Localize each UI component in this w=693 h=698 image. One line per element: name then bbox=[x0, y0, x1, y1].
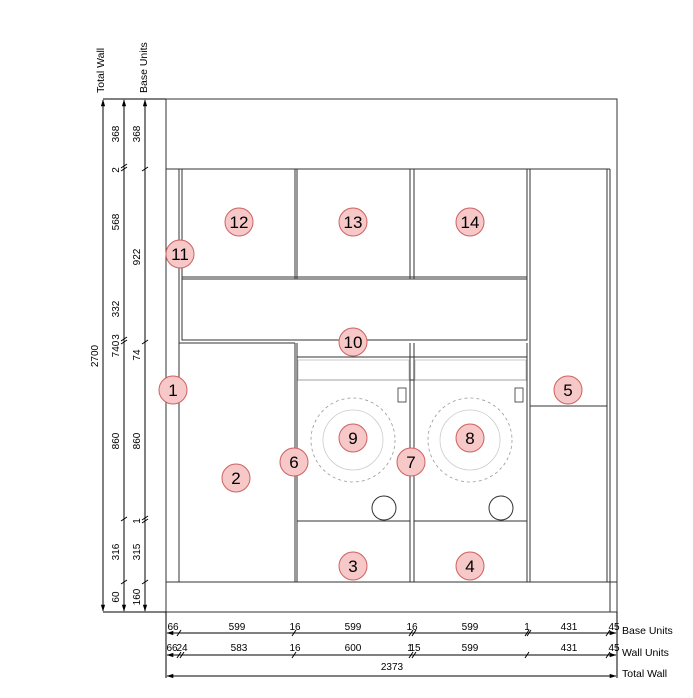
unit-marker-circle bbox=[455, 207, 485, 237]
unit-marker-9: 9 bbox=[338, 423, 368, 453]
washing-machine-right bbox=[414, 359, 527, 521]
dim-b-1: 1 bbox=[132, 518, 143, 524]
dim-wh-583: 583 bbox=[231, 643, 248, 654]
dim-w-332: 332 bbox=[111, 300, 122, 317]
dim-total-wall-height: 2700 bbox=[90, 344, 101, 367]
dim-bh-66: 66 bbox=[167, 622, 179, 633]
base-units-vertical-dims: 160 315 1 860 74 922 368 bbox=[132, 125, 143, 605]
unit-marker-14: 14 bbox=[455, 207, 485, 237]
washing-machine-left bbox=[297, 359, 410, 521]
header-total-wall: Total Wall bbox=[95, 48, 107, 93]
unit-marker-label: 7 bbox=[406, 453, 415, 472]
dim-wh-600: 600 bbox=[345, 643, 362, 654]
horizontal-ticks bbox=[176, 629, 611, 659]
unit-marker-5: 5 bbox=[553, 375, 583, 405]
unit-marker-circle bbox=[221, 463, 251, 493]
dim-wh-45: 45 bbox=[608, 643, 620, 654]
dim-wh-24: 24 bbox=[176, 643, 188, 654]
unit-marker-circle bbox=[279, 447, 309, 477]
dim-bh-1: 1 bbox=[524, 622, 530, 633]
dim-wh-599: 599 bbox=[462, 643, 479, 654]
dim-b-368: 368 bbox=[132, 125, 143, 142]
unit-marker-label: 1 bbox=[168, 381, 177, 400]
dim-w-860: 860 bbox=[111, 432, 122, 449]
unit-marker-label: 4 bbox=[465, 557, 474, 576]
unit-marker-circle bbox=[338, 423, 368, 453]
unit-marker-circle bbox=[455, 551, 485, 581]
dim-b-315: 315 bbox=[132, 543, 143, 560]
dim-b-160: 160 bbox=[132, 588, 143, 605]
horizontal-dimension-lines bbox=[165, 612, 618, 679]
base-units-horizontal-dims: 66 599 16 599 16 599 1 431 45 bbox=[167, 622, 620, 633]
label-wall-units-row: Wall Units bbox=[622, 647, 669, 659]
label-base-units-row: Base Units bbox=[622, 625, 673, 637]
dim-bh-599a: 599 bbox=[229, 622, 246, 633]
dim-bh-431: 431 bbox=[561, 622, 578, 633]
dim-wh-431: 431 bbox=[561, 643, 578, 654]
unit-marker-circle bbox=[338, 551, 368, 581]
dim-w-3: 3 bbox=[111, 334, 122, 340]
wall-units-vertical-dims: 60 316 860 740 3 332 568 2 368 bbox=[111, 125, 122, 602]
dim-bh-599c: 599 bbox=[462, 622, 479, 633]
dim-bh-599b: 599 bbox=[345, 622, 362, 633]
dim-b-74: 74 bbox=[132, 349, 143, 361]
unit-marker-11: 11 bbox=[165, 239, 195, 269]
unit-marker-circle bbox=[224, 207, 254, 237]
dim-wh-66: 66 bbox=[166, 643, 178, 654]
unit-marker-4: 4 bbox=[455, 551, 485, 581]
vertical-ticks bbox=[120, 163, 149, 585]
unit-marker-circle bbox=[338, 207, 368, 237]
dim-bh-16a: 16 bbox=[289, 622, 301, 633]
unit-marker-label: 6 bbox=[289, 453, 298, 472]
label-total-wall-row: Total Wall bbox=[622, 668, 667, 680]
unit-marker-7: 7 bbox=[396, 447, 426, 477]
unit-marker-circle bbox=[396, 447, 426, 477]
unit-marker-3: 3 bbox=[338, 551, 368, 581]
unit-marker-1: 1 bbox=[158, 375, 188, 405]
unit-marker-label: 10 bbox=[344, 333, 363, 352]
unit-marker-label: 11 bbox=[171, 245, 189, 264]
unit-marker-12: 12 bbox=[224, 207, 254, 237]
dim-wh-1: 1 bbox=[407, 643, 413, 654]
unit-marker-10: 10 bbox=[338, 327, 368, 357]
dim-wh-15: 15 bbox=[409, 643, 421, 654]
dim-w-368: 368 bbox=[111, 125, 122, 142]
unit-marker-label: 13 bbox=[344, 213, 363, 232]
dim-b-860: 860 bbox=[132, 432, 143, 449]
unit-marker-label: 12 bbox=[230, 213, 249, 232]
unit-marker-6: 6 bbox=[279, 447, 309, 477]
dim-w-316: 316 bbox=[111, 543, 122, 560]
wall-units-horizontal-dims: 66 24 583 16 600 1 15 599 431 45 bbox=[166, 643, 620, 654]
unit-marker-circle bbox=[553, 375, 583, 405]
unit-marker-label: 14 bbox=[461, 213, 480, 232]
dim-w-568: 568 bbox=[111, 213, 122, 230]
dim-bh-16b: 16 bbox=[406, 622, 418, 633]
wall-outline bbox=[165, 98, 618, 613]
dim-w-740: 740 bbox=[111, 340, 122, 357]
dim-wh-16: 16 bbox=[289, 643, 301, 654]
unit-marker-circle bbox=[455, 423, 485, 453]
dim-w-2: 2 bbox=[111, 167, 122, 173]
unit-marker-8: 8 bbox=[455, 423, 485, 453]
unit-marker-circle bbox=[165, 239, 195, 269]
dim-bh-45: 45 bbox=[608, 622, 620, 633]
header-base-units: Base Units bbox=[138, 42, 150, 93]
unit-marker-label: 3 bbox=[348, 557, 357, 576]
unit-marker-label: 8 bbox=[465, 429, 474, 448]
unit-marker-label: 5 bbox=[563, 381, 572, 400]
unit-marker-13: 13 bbox=[338, 207, 368, 237]
vertical-dimension-lines bbox=[100, 98, 166, 613]
dim-w-60: 60 bbox=[111, 591, 122, 603]
unit-marker-circle bbox=[158, 375, 188, 405]
unit-marker-label: 2 bbox=[231, 469, 240, 488]
dim-b-922: 922 bbox=[132, 248, 143, 265]
unit-marker-circle bbox=[338, 327, 368, 357]
dim-total-wall-width: 2373 bbox=[381, 662, 404, 673]
unit-marker-2: 2 bbox=[221, 463, 251, 493]
unit-marker-label: 9 bbox=[348, 429, 357, 448]
